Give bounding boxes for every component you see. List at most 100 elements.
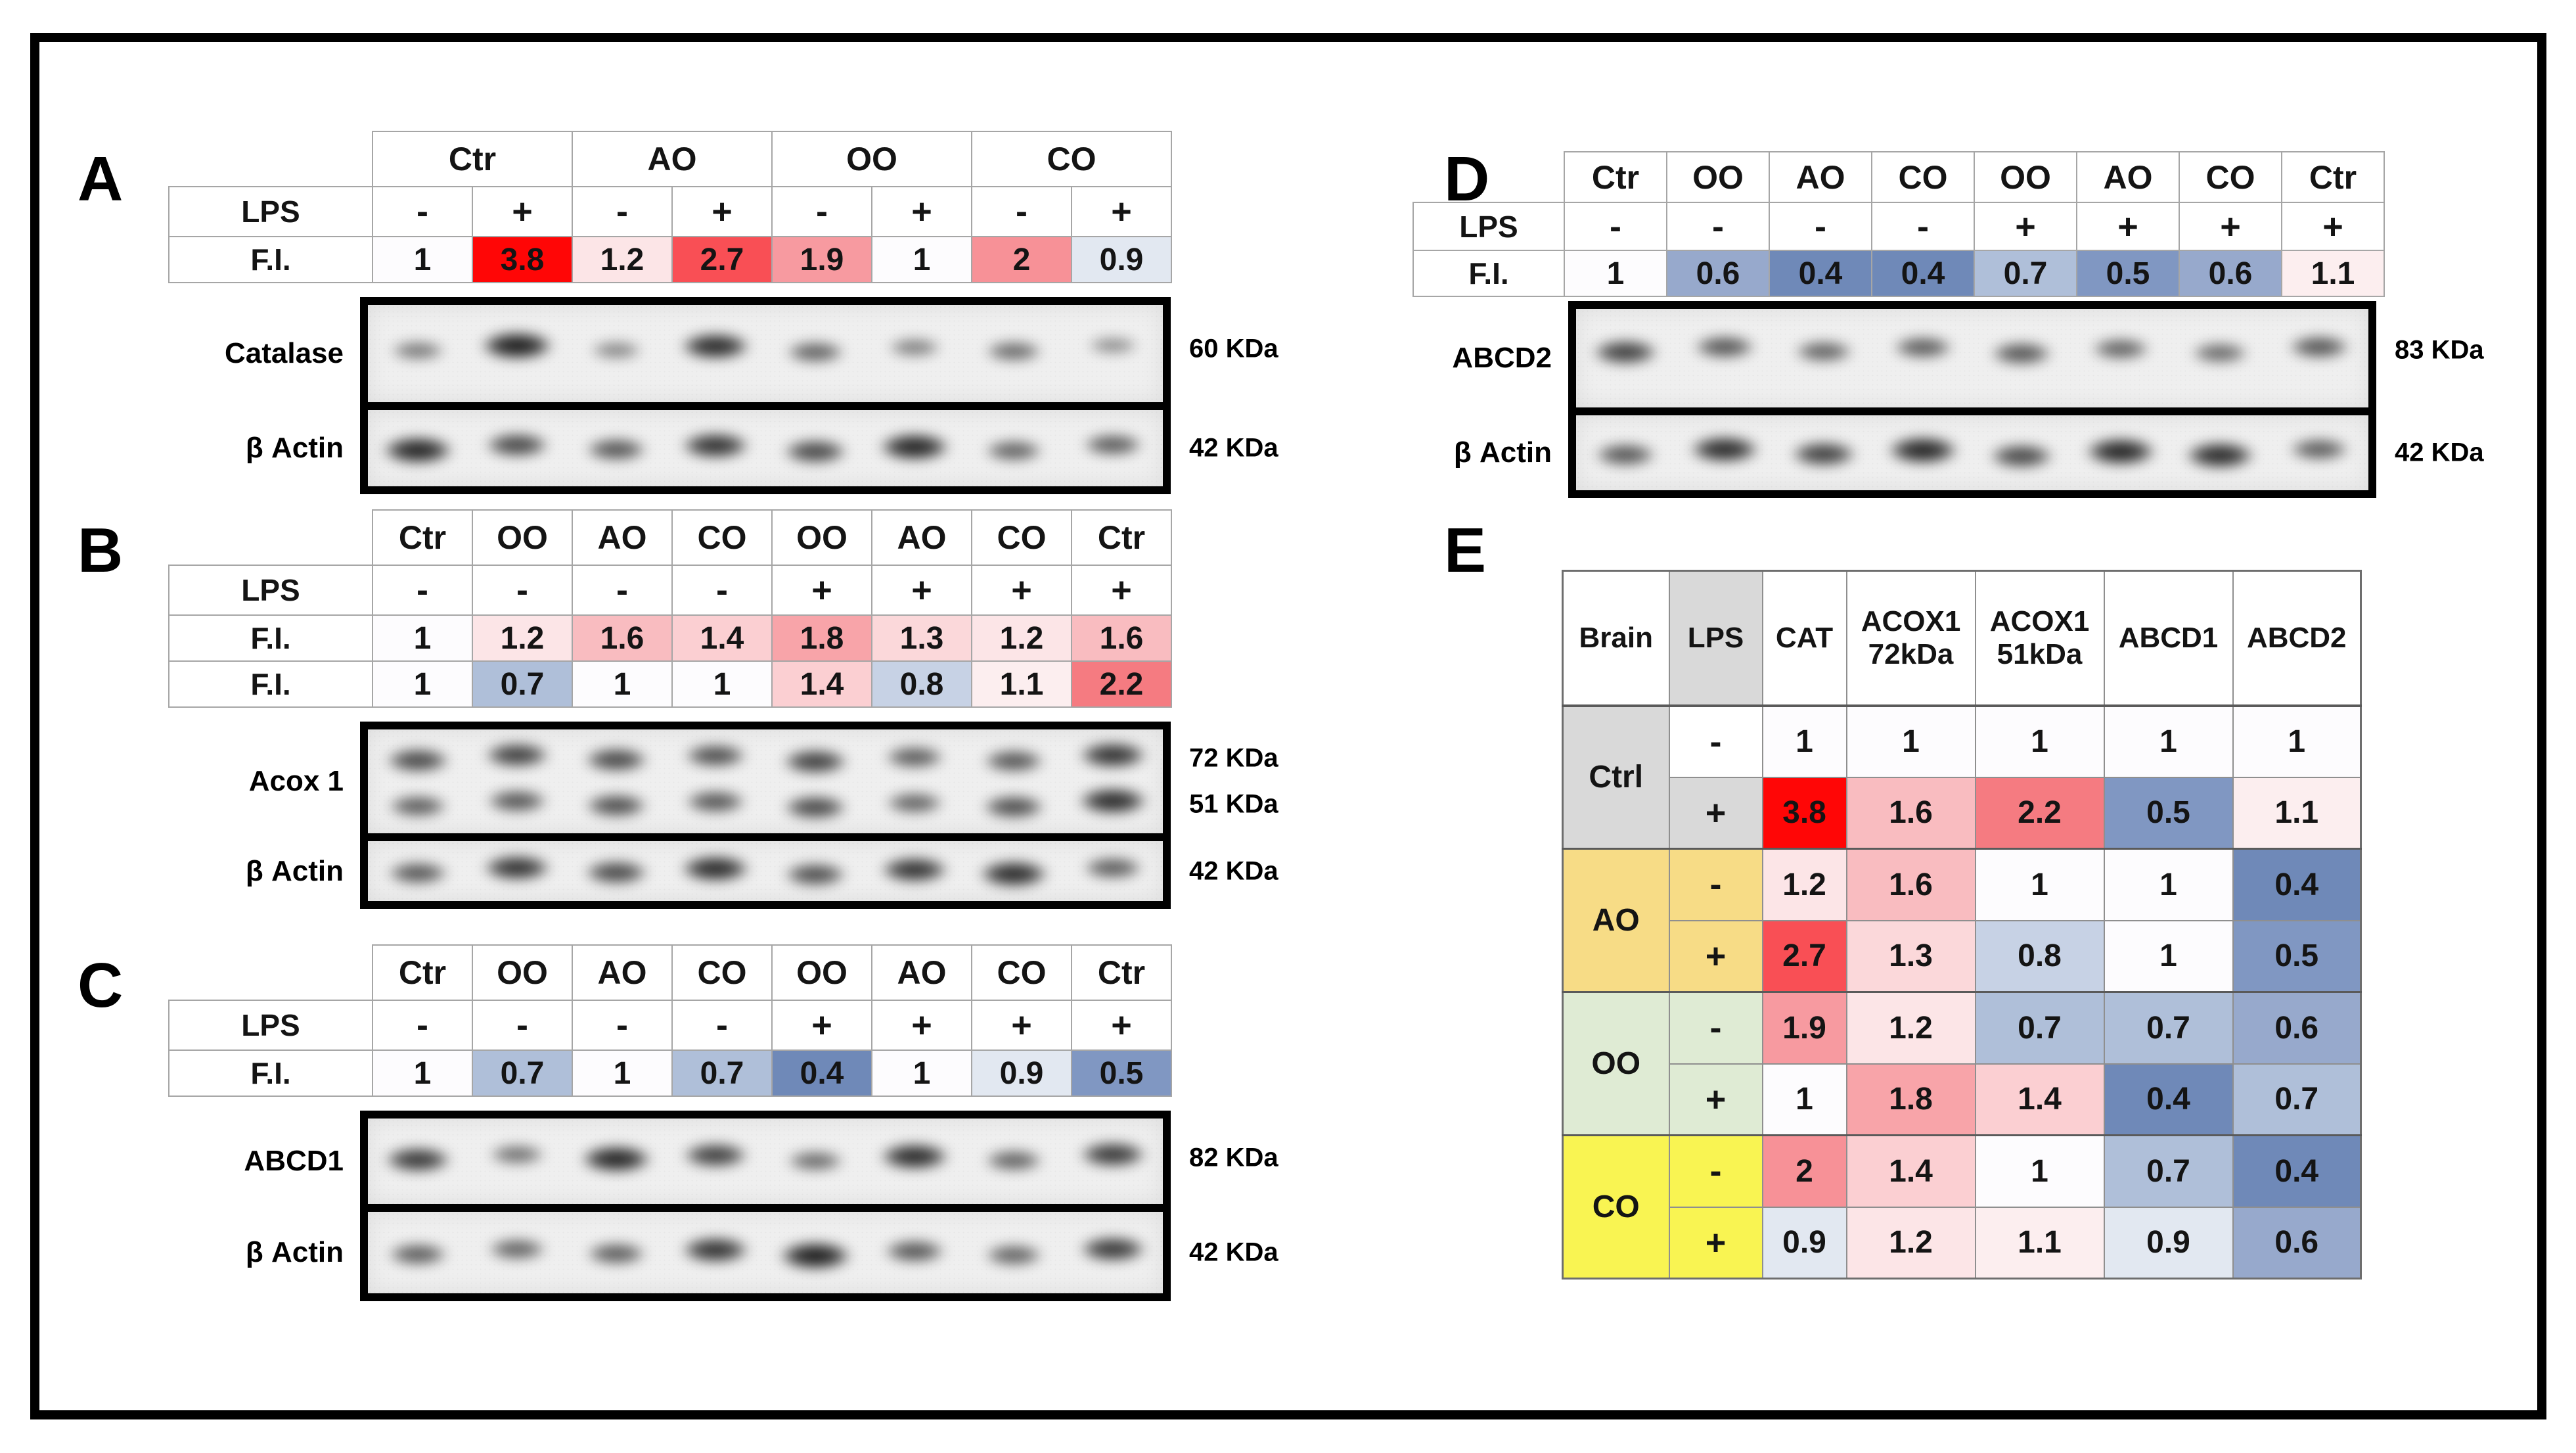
group-header-cell: CO — [2179, 151, 2282, 203]
fi-cell: 1 — [372, 236, 473, 283]
protein-band — [464, 324, 570, 367]
fi-cell: 1.6 — [1071, 614, 1172, 662]
summary-value-cell: 0.6 — [2232, 1206, 2362, 1280]
lps-cell: - — [671, 565, 773, 616]
fi-row-label: F.I. — [168, 660, 373, 708]
fi-cell: 1 — [372, 660, 473, 708]
protein-band — [374, 789, 462, 823]
kda-label: 42 KDa — [1189, 433, 1278, 463]
fi-cell: 0.4 — [1769, 250, 1872, 297]
protein-band — [369, 1140, 466, 1179]
group-header-cell: CO — [1871, 151, 1975, 203]
protein-band — [1063, 735, 1163, 775]
protein-band — [1879, 331, 1967, 365]
summary-value-cell: 1.3 — [1845, 919, 1976, 993]
summary-value-cell: 1 — [2103, 919, 2234, 993]
lps-cell: - — [472, 565, 573, 616]
fi-cell: 1 — [372, 1049, 473, 1097]
summary-value-cell: 0.9 — [2103, 1206, 2234, 1280]
kda-label: 42 KDa — [1189, 1237, 1278, 1267]
summary-value-cell: 3.8 — [1761, 776, 1847, 850]
lps-cell: + — [971, 565, 1072, 616]
blot-strip-c-0 — [368, 1119, 1163, 1204]
summary-value-cell: 1 — [2103, 704, 2234, 778]
protein-band — [1062, 781, 1163, 821]
lps-cell: + — [771, 565, 872, 616]
group-header-cell: Ctr — [372, 509, 473, 566]
fi-row-label: F.I. — [168, 614, 373, 662]
group-header-cell: OO — [1974, 151, 2077, 203]
summary-value-cell: 1 — [1845, 704, 1976, 778]
blot-box-a — [360, 297, 1171, 494]
group-header-cell: OO — [771, 131, 972, 187]
protein-band — [972, 335, 1056, 367]
summary-value-cell: 1.9 — [1761, 991, 1847, 1065]
fi-cell: 2 — [971, 236, 1072, 283]
protein-label: β Actin — [1453, 436, 1552, 469]
corner-blank-cell — [1413, 152, 1564, 202]
summary-lps-cell: + — [1668, 919, 1763, 993]
lps-cell: - — [1769, 202, 1872, 251]
protein-band — [769, 856, 861, 892]
fi-cell: 1 — [671, 660, 773, 708]
group-header-cell: OO — [472, 509, 573, 566]
protein-band — [1069, 850, 1157, 885]
summary-header-cell: ABCD1 — [2103, 570, 2234, 707]
protein-band — [474, 1233, 560, 1266]
summary-value-cell: 1.2 — [1845, 1206, 1976, 1280]
lps-cell: + — [2179, 202, 2282, 251]
protein-band — [863, 426, 966, 468]
lps-cell: + — [2281, 202, 2385, 251]
protein-band — [570, 741, 664, 779]
fi-cell: 1 — [1564, 250, 1667, 297]
blot-strip-d-1 — [1576, 415, 2368, 490]
summary-value-cell: 1.2 — [1761, 848, 1847, 921]
summary-value-cell: 1 — [2103, 848, 2234, 921]
summary-header-cell: ABCD2 — [2232, 570, 2362, 707]
fi-cell: 0.5 — [1071, 1049, 1172, 1097]
brain-cell: CO — [1562, 1134, 1670, 1280]
protein-band — [863, 1136, 965, 1177]
brain-cell: AO — [1562, 848, 1670, 993]
summary-value-cell: 0.5 — [2103, 776, 2234, 850]
summary-value-cell: 0.4 — [2103, 1063, 2234, 1136]
group-header-cell: AO — [871, 944, 972, 1001]
kda-label: 72 KDa — [1189, 743, 1278, 773]
panel-label-e: E — [1444, 515, 1487, 586]
group-header-cell: AO — [1769, 151, 1872, 203]
blot-strip-c-1 — [368, 1212, 1163, 1293]
lps-cell: + — [1071, 186, 1172, 237]
protein-band — [378, 335, 458, 366]
lps-cell: - — [1666, 202, 1770, 251]
kda-label: 51 KDa — [1189, 789, 1278, 819]
summary-value-cell: 0.8 — [1974, 919, 2105, 993]
protein-band — [2275, 432, 2363, 467]
lps-row-label: LPS — [168, 1000, 373, 1051]
protein-band — [469, 736, 565, 774]
fi-cell: 2.2 — [1071, 660, 1172, 708]
summary-value-cell: 1 — [1974, 1134, 2105, 1208]
protein-band — [373, 856, 463, 890]
summary-header-cell: Brain — [1562, 570, 1670, 707]
protein-band — [476, 1139, 558, 1170]
fi-cell: 1 — [572, 660, 673, 708]
fi-cell: 0.6 — [2179, 250, 2282, 297]
summary-value-cell: 1 — [2232, 704, 2362, 778]
fi-cell: 1.8 — [771, 614, 872, 662]
fi-cell: 1.6 — [572, 614, 673, 662]
summary-value-cell: 2 — [1761, 1134, 1847, 1208]
lps-cell: + — [1071, 1000, 1172, 1051]
group-header-cell: CO — [971, 131, 1172, 187]
fi-cell: 1.4 — [771, 660, 872, 708]
summary-value-cell: 0.7 — [2103, 991, 2234, 1065]
protein-band — [2169, 435, 2271, 476]
